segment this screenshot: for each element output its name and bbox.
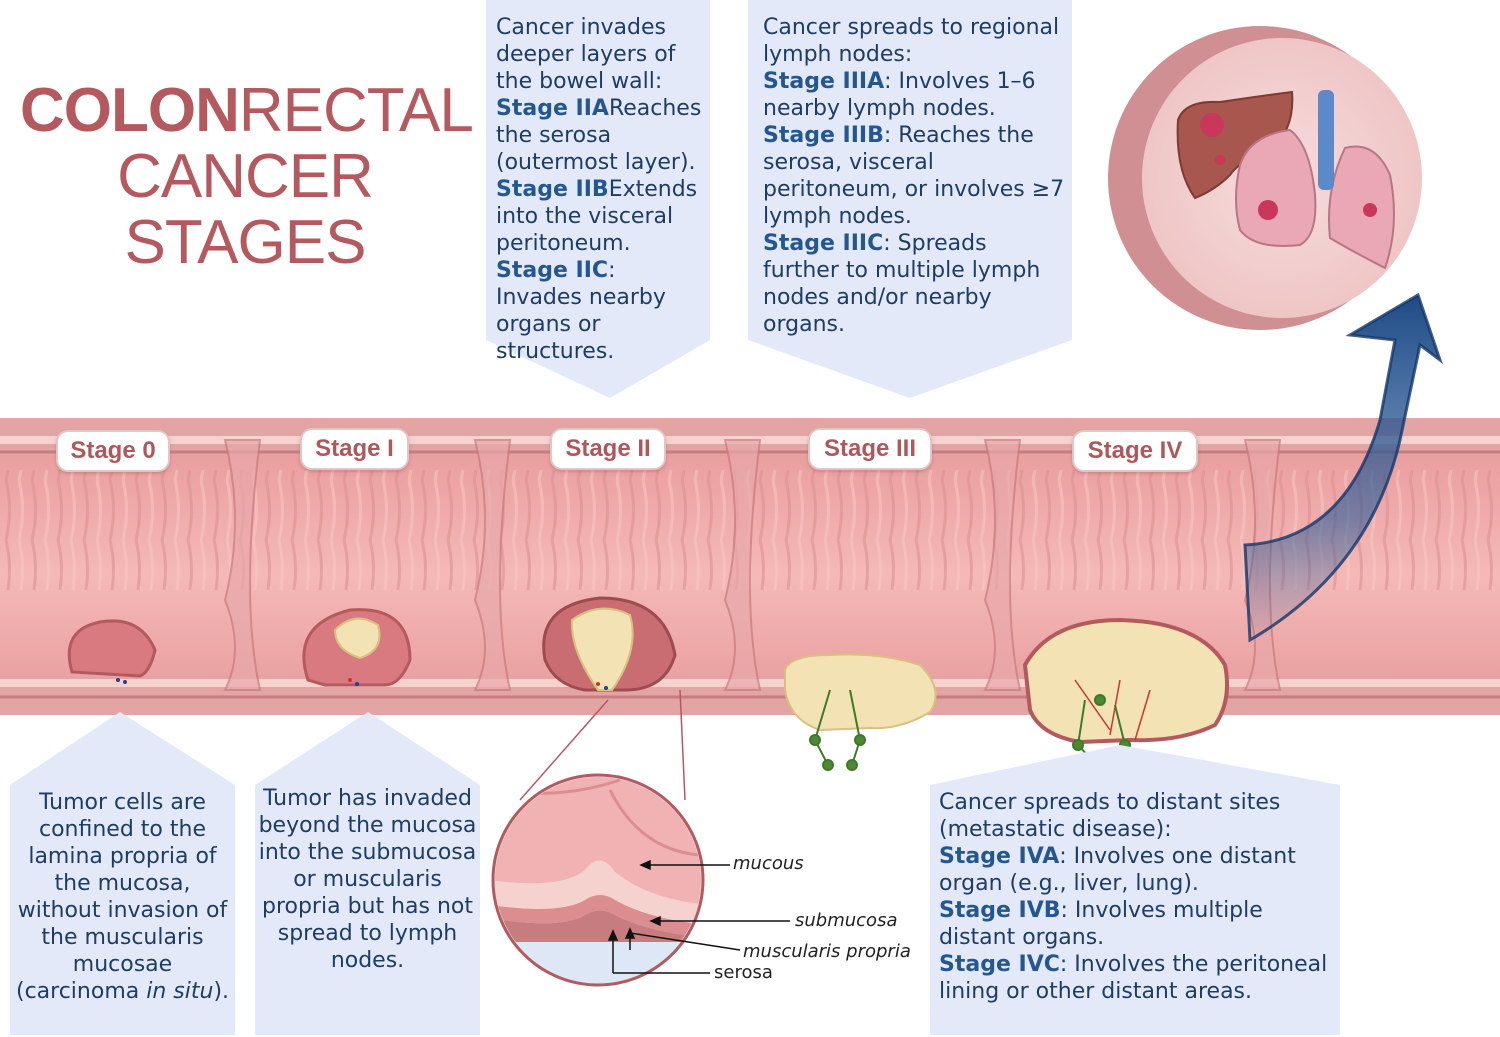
- serosa-label: serosa: [714, 962, 773, 983]
- stage4-tumor: [1022, 617, 1229, 766]
- stage1-text: Tumor has invaded beyond the mucosa into…: [258, 786, 477, 973]
- stage0-info-box: Tumor cells are confined to the lamina p…: [10, 785, 235, 1035]
- title-line3: STAGES: [124, 208, 367, 277]
- stage4-intro: Cancer spreads to distant sites (metasta…: [939, 790, 1281, 842]
- stage-0-label: Stage 0: [56, 430, 170, 472]
- mucous-label: mucous: [733, 853, 804, 874]
- stage3b-label: Stage IIIB: [763, 123, 884, 148]
- stage4b-text: : Involves multiple distant organs.: [939, 898, 1263, 950]
- layer-zoom: [491, 689, 790, 987]
- stage2a-text: Reaches the serosa (outermost layer).: [496, 96, 702, 175]
- muscularis-label: muscularis propria: [743, 941, 911, 962]
- stage4c-label: Stage IVC: [939, 952, 1060, 977]
- stage-3-label: Stage III: [808, 428, 932, 470]
- stage2-intro: Cancer invades deeper layers of the bowe…: [496, 15, 676, 94]
- stage4a-label: Stage IVA: [939, 844, 1060, 869]
- stage0-tumor: [67, 619, 157, 684]
- stage0-end: ).: [213, 979, 230, 1004]
- stage4a-text: : Involves one distant organ (e.g., live…: [939, 844, 1296, 896]
- metastasis-circle: [1108, 26, 1422, 330]
- stage0-italic: in situ: [146, 979, 214, 1004]
- trachea-icon: [1318, 90, 1334, 190]
- stage2-info-box: Cancer invades deeper layers of the bowe…: [486, 0, 710, 364]
- stage1-tumor: [302, 608, 412, 687]
- stage1-info-box: Tumor has invaded beyond the mucosa into…: [255, 785, 480, 1035]
- stage3-box-pointer: [748, 340, 1072, 398]
- page-title: COLONRECTAL CANCER STAGES: [20, 76, 474, 277]
- stage3-info-box: Cancer spreads to regional lymph nodes: …: [748, 0, 1072, 340]
- stage3-tumor: [784, 653, 937, 771]
- stage2c-label: Stage IIC: [496, 258, 609, 283]
- submucosa-label: submucosa: [795, 910, 898, 931]
- stage3c-text: : Spreads further to multiple lymph node…: [763, 231, 1041, 337]
- stage4-info-box: Cancer spreads to distant sites (metasta…: [930, 785, 1340, 1035]
- stage4c-text: : Involves the peritoneal lining or othe…: [939, 952, 1328, 1004]
- stage0-box-pointer: [10, 712, 235, 785]
- metastasis-arrow: [1243, 292, 1443, 643]
- stage-1-label: Stage I: [300, 428, 409, 470]
- stage2c-text: : Invades nearby organs or structures.: [496, 258, 666, 364]
- stage3b-text: : Reaches the serosa, visceral peritoneu…: [763, 123, 1065, 229]
- stage2a-label: Stage IIA: [496, 96, 609, 121]
- stage3a-label: Stage IIIA: [763, 69, 885, 94]
- stage-4-label: Stage IV: [1072, 430, 1198, 472]
- stage3-intro: Cancer spreads to regional lymph nodes:: [763, 15, 1060, 67]
- stage4-box-pointer: [930, 745, 1340, 785]
- stage2b-label: Stage IIB: [496, 177, 609, 202]
- stage2-box-pointer: [486, 340, 710, 398]
- stage1-box-pointer: [255, 712, 480, 785]
- title-line2: CANCER: [117, 142, 374, 211]
- stage3c-label: Stage IIIC: [763, 231, 884, 256]
- lungs-icon: [1235, 128, 1317, 247]
- stage0-text: Tumor cells are confined to the lamina p…: [15, 790, 228, 1004]
- stage2b-text: Extends into the visceral peritoneum.: [496, 177, 698, 256]
- stage-2-label: Stage II: [550, 428, 666, 470]
- title-colon: COLON: [20, 76, 240, 145]
- title-rectal: RECTAL: [238, 76, 474, 145]
- stage3a-text: : Involves 1–6 nearby lymph nodes.: [763, 69, 1036, 121]
- stage4b-label: Stage IVB: [939, 898, 1061, 923]
- stage2-tumor: [542, 596, 677, 692]
